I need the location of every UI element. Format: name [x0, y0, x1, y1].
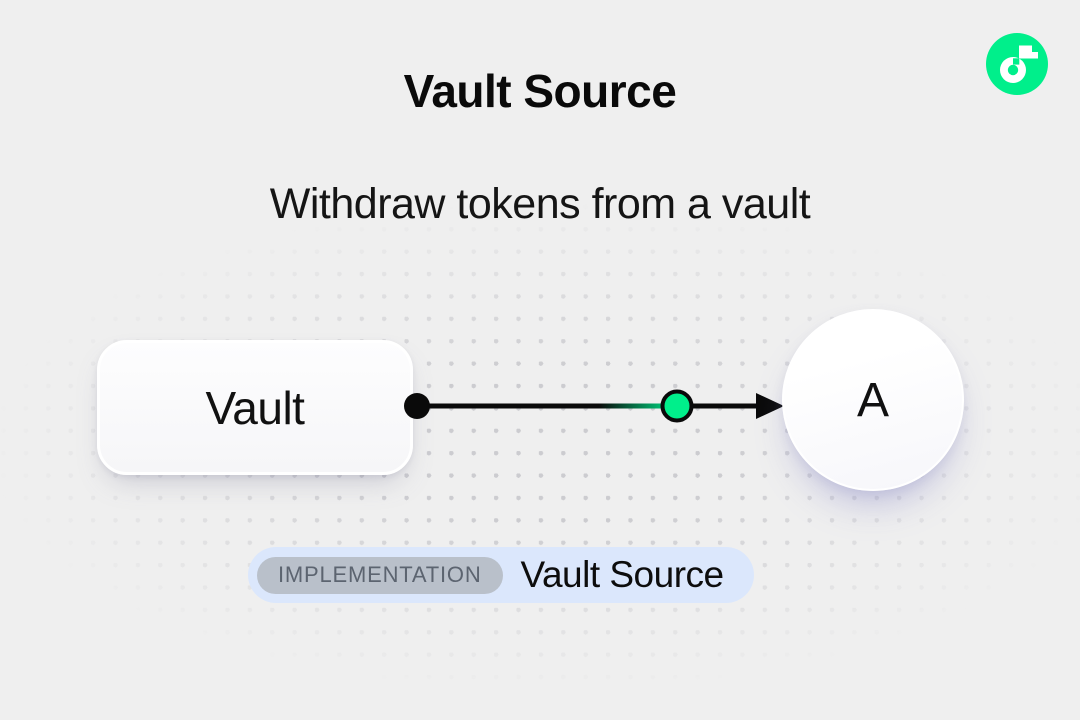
account-node-label: A: [856, 373, 889, 427]
arrow-head: [756, 393, 784, 419]
page-subtitle: Withdraw tokens from a vault: [269, 180, 811, 228]
implementation-tag: IMPLEMENTATION: [257, 556, 503, 594]
badge-label: Vault Source: [520, 554, 725, 595]
arrow-line-green-fade: [599, 403, 666, 409]
implementation-badge: IMPLEMENTATION Vault Source: [248, 547, 754, 603]
arrow-start-dot: [404, 393, 430, 419]
vault-node: Vault: [97, 340, 413, 475]
vault-node-label: Vault: [205, 381, 305, 434]
flow-logo-svg: [986, 33, 1048, 95]
token-marker: [660, 389, 694, 423]
account-node: A: [782, 309, 964, 491]
flow-logo-icon: [986, 33, 1048, 95]
page-title: Vault Source: [403, 65, 677, 117]
flow-arrow: [404, 389, 784, 423]
